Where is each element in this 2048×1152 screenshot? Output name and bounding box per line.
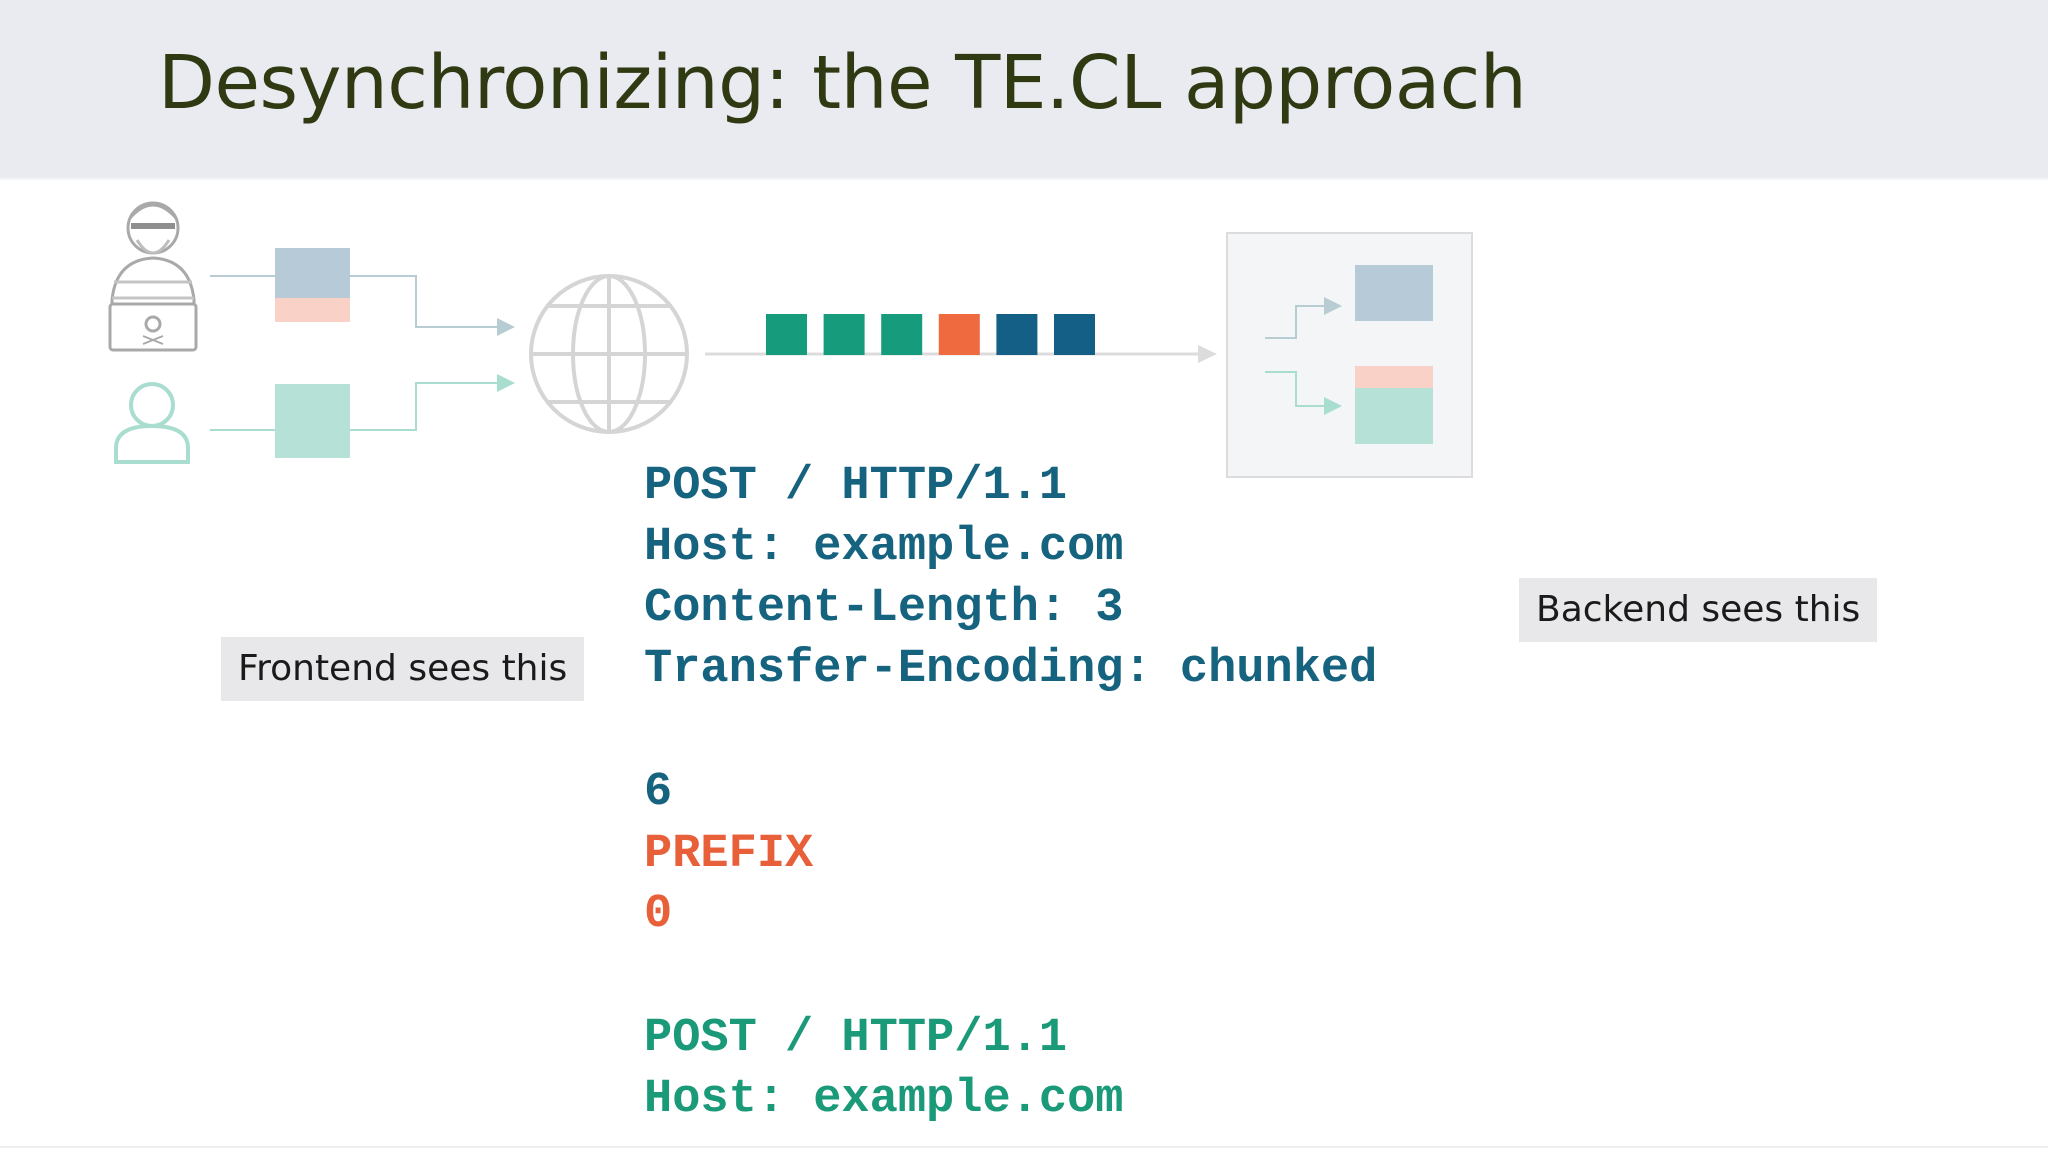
host-header: Host: example.com bbox=[644, 521, 1124, 574]
packet bbox=[881, 314, 923, 355]
attacker-icon bbox=[108, 201, 198, 352]
transfer-encoding-header: Transfer-Encoding: chunked bbox=[644, 643, 1378, 696]
user-icon bbox=[114, 382, 190, 464]
chunk-size: 6 bbox=[644, 766, 673, 819]
packet bbox=[766, 314, 807, 355]
content-length-header: Content-Length: 3 bbox=[644, 582, 1124, 635]
packet bbox=[938, 314, 980, 355]
slide-title: Desynchronizing: the TE.CL approach bbox=[158, 40, 1527, 126]
packet bbox=[823, 314, 865, 355]
attacker-connection bbox=[210, 248, 515, 336]
packet bbox=[996, 314, 1038, 355]
smuggled-prefix: PREFIX bbox=[644, 828, 814, 881]
backend-label: Backend sees this bbox=[1519, 578, 1878, 642]
stream-arrowhead bbox=[1198, 345, 1217, 363]
chunk-terminator: 0 bbox=[644, 888, 673, 941]
globe-icon bbox=[529, 274, 689, 434]
title-bar: Desynchronizing: the TE.CL approach bbox=[0, 0, 2048, 180]
request-line: POST / HTTP/1.1 bbox=[644, 460, 1068, 513]
slide-bottom-border bbox=[0, 1146, 2048, 1148]
user-connection bbox=[210, 374, 515, 458]
frontend-label: Frontend sees this bbox=[221, 637, 585, 701]
victim-host-header: Host: example.com bbox=[644, 1073, 1124, 1126]
packet bbox=[1054, 314, 1095, 355]
backend-box bbox=[1226, 232, 1473, 478]
packet-stream bbox=[766, 314, 1095, 355]
victim-request-line: POST / HTTP/1.1 bbox=[644, 1012, 1068, 1065]
